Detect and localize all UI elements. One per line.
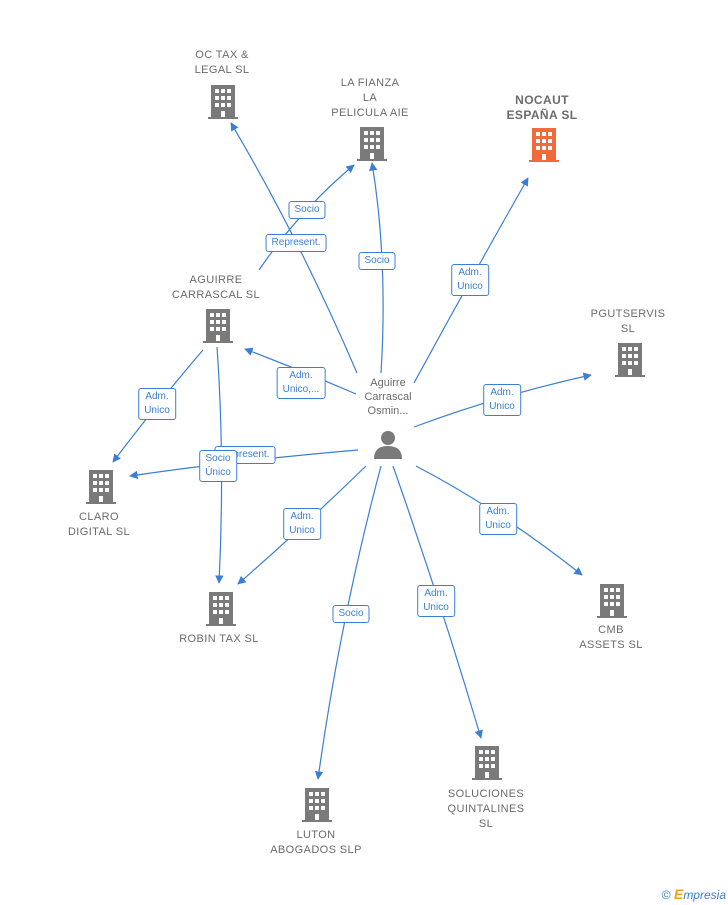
brand-footer[interactable]: © Empresia xyxy=(662,886,726,902)
company-label-octax[interactable]: OC TAX & LEGAL SL xyxy=(194,49,250,76)
edge-label-aguirre-fianza: Socio xyxy=(288,201,326,219)
edge-label-luton: Socio xyxy=(332,605,370,623)
building-icon-octax[interactable] xyxy=(208,85,238,119)
company-label-aguirre[interactable]: AGUIRRE CARRASCAL SL xyxy=(171,274,261,301)
edge-label-cmb: Adm. Unico xyxy=(479,503,517,535)
building-icon-robin[interactable] xyxy=(206,592,236,626)
edge-label-octax: Represent. xyxy=(265,234,327,252)
company-label-robin[interactable]: ROBIN TAX SL xyxy=(179,633,259,645)
edge-label-aguirre-robin: Socio Único xyxy=(199,450,237,482)
edge-label-pgut: Adm. Unico xyxy=(483,384,521,416)
building-icon-soluciones[interactable] xyxy=(472,746,502,780)
edge-label-aguirre-claro: Adm. Unico xyxy=(138,388,176,420)
edge-label-nocaut: Adm. Unico xyxy=(451,264,489,296)
building-icon-claro[interactable] xyxy=(86,470,116,504)
company-label-fianza[interactable]: LA FIANZA LA PELICULA AIE xyxy=(331,77,409,119)
brand-logo-text: mpresia xyxy=(683,888,726,902)
company-label-soluciones[interactable]: SOLUCIONES QUINTALINES SL xyxy=(447,788,525,830)
person-label[interactable]: Aguirre Carrascal Osmin... xyxy=(364,377,412,417)
building-icon-pgutservis[interactable] xyxy=(615,343,645,377)
edge-label-aguirre: Adm. Unico,... xyxy=(276,367,326,399)
building-icon-luton[interactable] xyxy=(302,788,332,822)
building-icon-nocaut[interactable] xyxy=(529,128,559,162)
company-label-cmb[interactable]: CMB ASSETS SL xyxy=(579,624,643,651)
brand-logo-initial: E xyxy=(673,886,684,902)
company-label-pgutservis[interactable]: PGUTSERVIS SL xyxy=(590,308,666,335)
building-icon-cmb[interactable] xyxy=(597,584,627,618)
edge-label-robin: Adm. Unico xyxy=(283,508,321,540)
edge-label-fianza: Socio xyxy=(358,252,396,270)
building-icon-aguirre[interactable] xyxy=(203,309,233,343)
copyright-icon: © xyxy=(661,888,671,902)
company-label-nocaut[interactable]: NOCAUT ESPAÑA SL xyxy=(506,93,578,122)
person-icon[interactable] xyxy=(374,431,402,459)
company-label-claro[interactable]: CLARO DIGITAL SL xyxy=(67,511,131,538)
company-label-luton[interactable]: LUTON ABOGADOS SLP xyxy=(270,829,362,856)
building-icon-fianza[interactable] xyxy=(357,127,387,161)
edge-label-soluciones: Adm. Unico xyxy=(417,585,455,617)
